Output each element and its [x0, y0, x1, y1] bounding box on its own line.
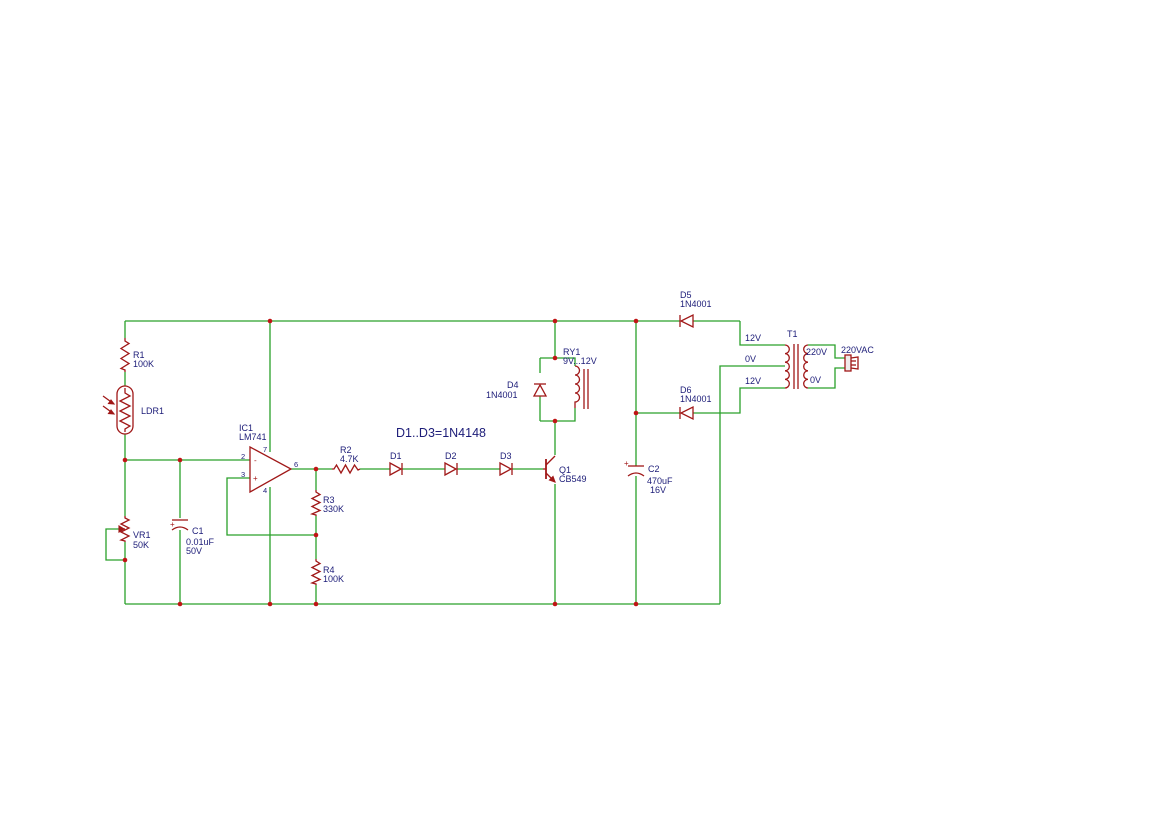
c2-polarity: + [624, 459, 629, 468]
junction-node [552, 355, 558, 361]
diode-d5[interactable]: D5 1N4001 [679, 290, 712, 329]
relay-ry1[interactable]: RY1 9V...12V [563, 347, 597, 409]
resistor-r2[interactable]: R2 4.7K [332, 445, 361, 475]
ic1-minus-sign: - [254, 456, 257, 465]
c1-ref: C1 [192, 526, 204, 536]
r2-ref: R2 [340, 445, 352, 455]
r2-value: 4.7K [340, 454, 359, 464]
diode-d6[interactable]: D6 1N4001 [679, 385, 712, 421]
emitter-arrow-icon [548, 475, 556, 483]
t1-secondary-bot: 12V [745, 376, 761, 386]
c1-value: 0.01uF [186, 537, 215, 547]
ic1-pin-out: 6 [294, 460, 298, 469]
r4-ref: R4 [323, 565, 335, 575]
t1-ref: T1 [787, 329, 798, 339]
potentiometer-vr1[interactable]: VR1 50K [118, 516, 151, 550]
r1-value: 100K [133, 359, 154, 369]
t1-secondary-mid: 0V [745, 354, 756, 364]
diode-d3[interactable]: D3 [499, 451, 513, 477]
opamp-ic1[interactable]: IC1 LM741 2 3 6 7 4 - + [239, 423, 298, 495]
r1-ref: R1 [133, 350, 145, 360]
ry1-ref: RY1 [563, 347, 580, 357]
d3-ref: D3 [500, 451, 512, 461]
ic1-value: LM741 [239, 432, 267, 442]
vr1-ref: VR1 [133, 530, 151, 540]
t1-primary-top: 220V [806, 347, 827, 357]
junction-node [267, 601, 273, 607]
junction-node [633, 601, 639, 607]
c1-polarity: + [170, 520, 175, 529]
d5-ref: D5 [680, 290, 692, 300]
ac-label: 220VAC [841, 345, 874, 355]
ldr-ldr1[interactable]: LDR1 [102, 385, 164, 435]
d2-ref: D2 [445, 451, 457, 461]
junction-node [552, 601, 558, 607]
d6-ref: D6 [680, 385, 692, 395]
junction-node [122, 457, 128, 463]
d5-value: 1N4001 [680, 299, 712, 309]
resistor-r4[interactable]: R4 100K [309, 559, 344, 585]
junction-node [552, 418, 558, 424]
q1-ref: Q1 [559, 465, 571, 475]
d6-value: 1N4001 [680, 394, 712, 404]
junction-node [177, 601, 183, 607]
junction-node [552, 318, 558, 324]
junction-nodes [122, 318, 639, 607]
ic1-pin-inv: 2 [241, 452, 245, 461]
ic1-plus-sign: + [253, 474, 258, 483]
d1-ref: D1 [390, 451, 402, 461]
light-arrows-icon [102, 395, 116, 415]
d4-value: 1N4001 [486, 390, 518, 400]
junction-node [633, 318, 639, 324]
diode-note: D1..D3=1N4148 [396, 426, 486, 440]
vr1-value: 50K [133, 540, 149, 550]
wires [105, 320, 845, 605]
junction-node [633, 410, 639, 416]
junction-node [313, 532, 319, 538]
resistor-r3[interactable]: R3 330K [309, 490, 344, 516]
ic1-pin-vplus: 7 [263, 445, 267, 454]
junction-node [267, 318, 273, 324]
r3-value: 330K [323, 504, 344, 514]
resistor-r1[interactable]: R1 100K [119, 338, 154, 372]
capacitor-c1[interactable]: + C1 0.01uF 50V [170, 519, 215, 556]
ldr1-ref: LDR1 [141, 406, 164, 416]
transistor-q1[interactable]: Q1 CB549 [543, 455, 587, 484]
r3-ref: R3 [323, 495, 335, 505]
diode-d2[interactable]: D2 [444, 451, 458, 477]
c2-value: 470uF [647, 476, 673, 486]
junction-node [313, 601, 319, 607]
c1-rating: 50V [186, 546, 202, 556]
d4-ref: D4 [507, 380, 519, 390]
junction-node [313, 466, 319, 472]
t1-primary-bot: 0V [810, 375, 821, 385]
ry1-value: 9V...12V [563, 356, 597, 366]
c2-ref: C2 [648, 464, 660, 474]
capacitor-c2[interactable]: + C2 470uF 16V [624, 459, 673, 495]
t1-secondary-top: 12V [745, 333, 761, 343]
ic1-ref: IC1 [239, 423, 253, 433]
q1-value: CB549 [559, 474, 587, 484]
ac-plug[interactable]: 220VAC [841, 345, 874, 372]
diode-d4[interactable]: D4 1N4001 [486, 380, 548, 400]
junction-node [122, 557, 128, 563]
diode-d1[interactable]: D1 [389, 451, 403, 477]
ic1-pin-noninv: 3 [241, 470, 245, 479]
junction-node [177, 457, 183, 463]
r4-value: 100K [323, 574, 344, 584]
transformer-t1[interactable]: T1 12V 0V 12V 220V 0V [745, 329, 827, 389]
c2-rating: 16V [650, 485, 666, 495]
ic1-pin-vminus: 4 [263, 486, 267, 495]
